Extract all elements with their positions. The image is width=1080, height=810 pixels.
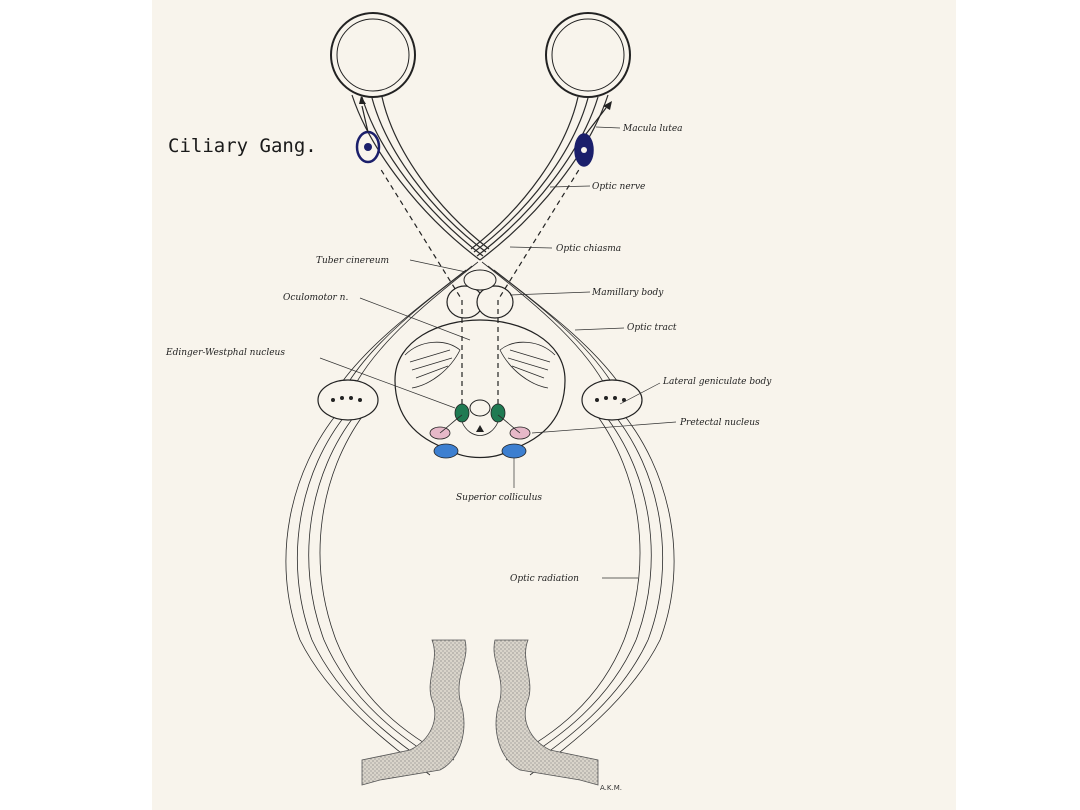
label-mamillary-body: Mamillary body <box>591 288 664 298</box>
leader-lines <box>319 126 677 579</box>
left-edinger-westphal-nucleus <box>454 403 470 423</box>
label-tuber-cinereum: Tuber cinereum <box>316 256 389 266</box>
left-eyeball <box>330 12 416 98</box>
left-occipital-cortex <box>361 639 467 786</box>
label-optic-radiation: Optic radiation <box>510 574 579 584</box>
optic-nerves <box>351 94 609 261</box>
artist-signature: A.K.M. <box>600 784 622 792</box>
right-oculomotor-pathway <box>497 167 581 404</box>
label-optic-tract: Optic tract <box>627 323 677 333</box>
right-visual-pathway <box>481 261 675 776</box>
right-occipital-cortex <box>493 639 599 786</box>
left-superior-colliculus <box>433 443 459 459</box>
mamillary-body <box>446 269 514 319</box>
right-edinger-westphal-nucleus <box>490 403 506 423</box>
midbrain-section <box>394 319 566 459</box>
left-visual-pathway <box>285 261 479 776</box>
label-macula-lutea: Macula lutea <box>622 124 683 134</box>
right-superior-colliculus <box>501 443 527 459</box>
label-optic-nerve: Optic nerve <box>592 182 645 192</box>
reflex-connections <box>439 414 521 436</box>
left-lateral-geniculate-body <box>317 379 379 421</box>
left-ciliary-ganglion <box>355 96 381 164</box>
right-ciliary-ganglion <box>574 101 612 167</box>
label-pretectal-nucleus: Pretectal nucleus <box>679 418 760 428</box>
ciliary-ganglion-annotation: Ciliary Gang. <box>168 135 317 157</box>
right-lateral-geniculate-body <box>581 379 643 421</box>
label-lateral-geniculate-body: Lateral geniculate body <box>662 377 772 387</box>
label-superior-colliculus: Superior colliculus <box>456 493 542 503</box>
right-eyeball <box>545 12 631 98</box>
label-optic-chiasma: Optic chiasma <box>556 244 621 254</box>
left-oculomotor-pathway <box>379 167 463 404</box>
label-oculomotor-n: Oculomotor n. <box>283 293 348 303</box>
label-edinger-westphal-nucleus: Edinger-Westphal nucleus <box>165 348 285 358</box>
